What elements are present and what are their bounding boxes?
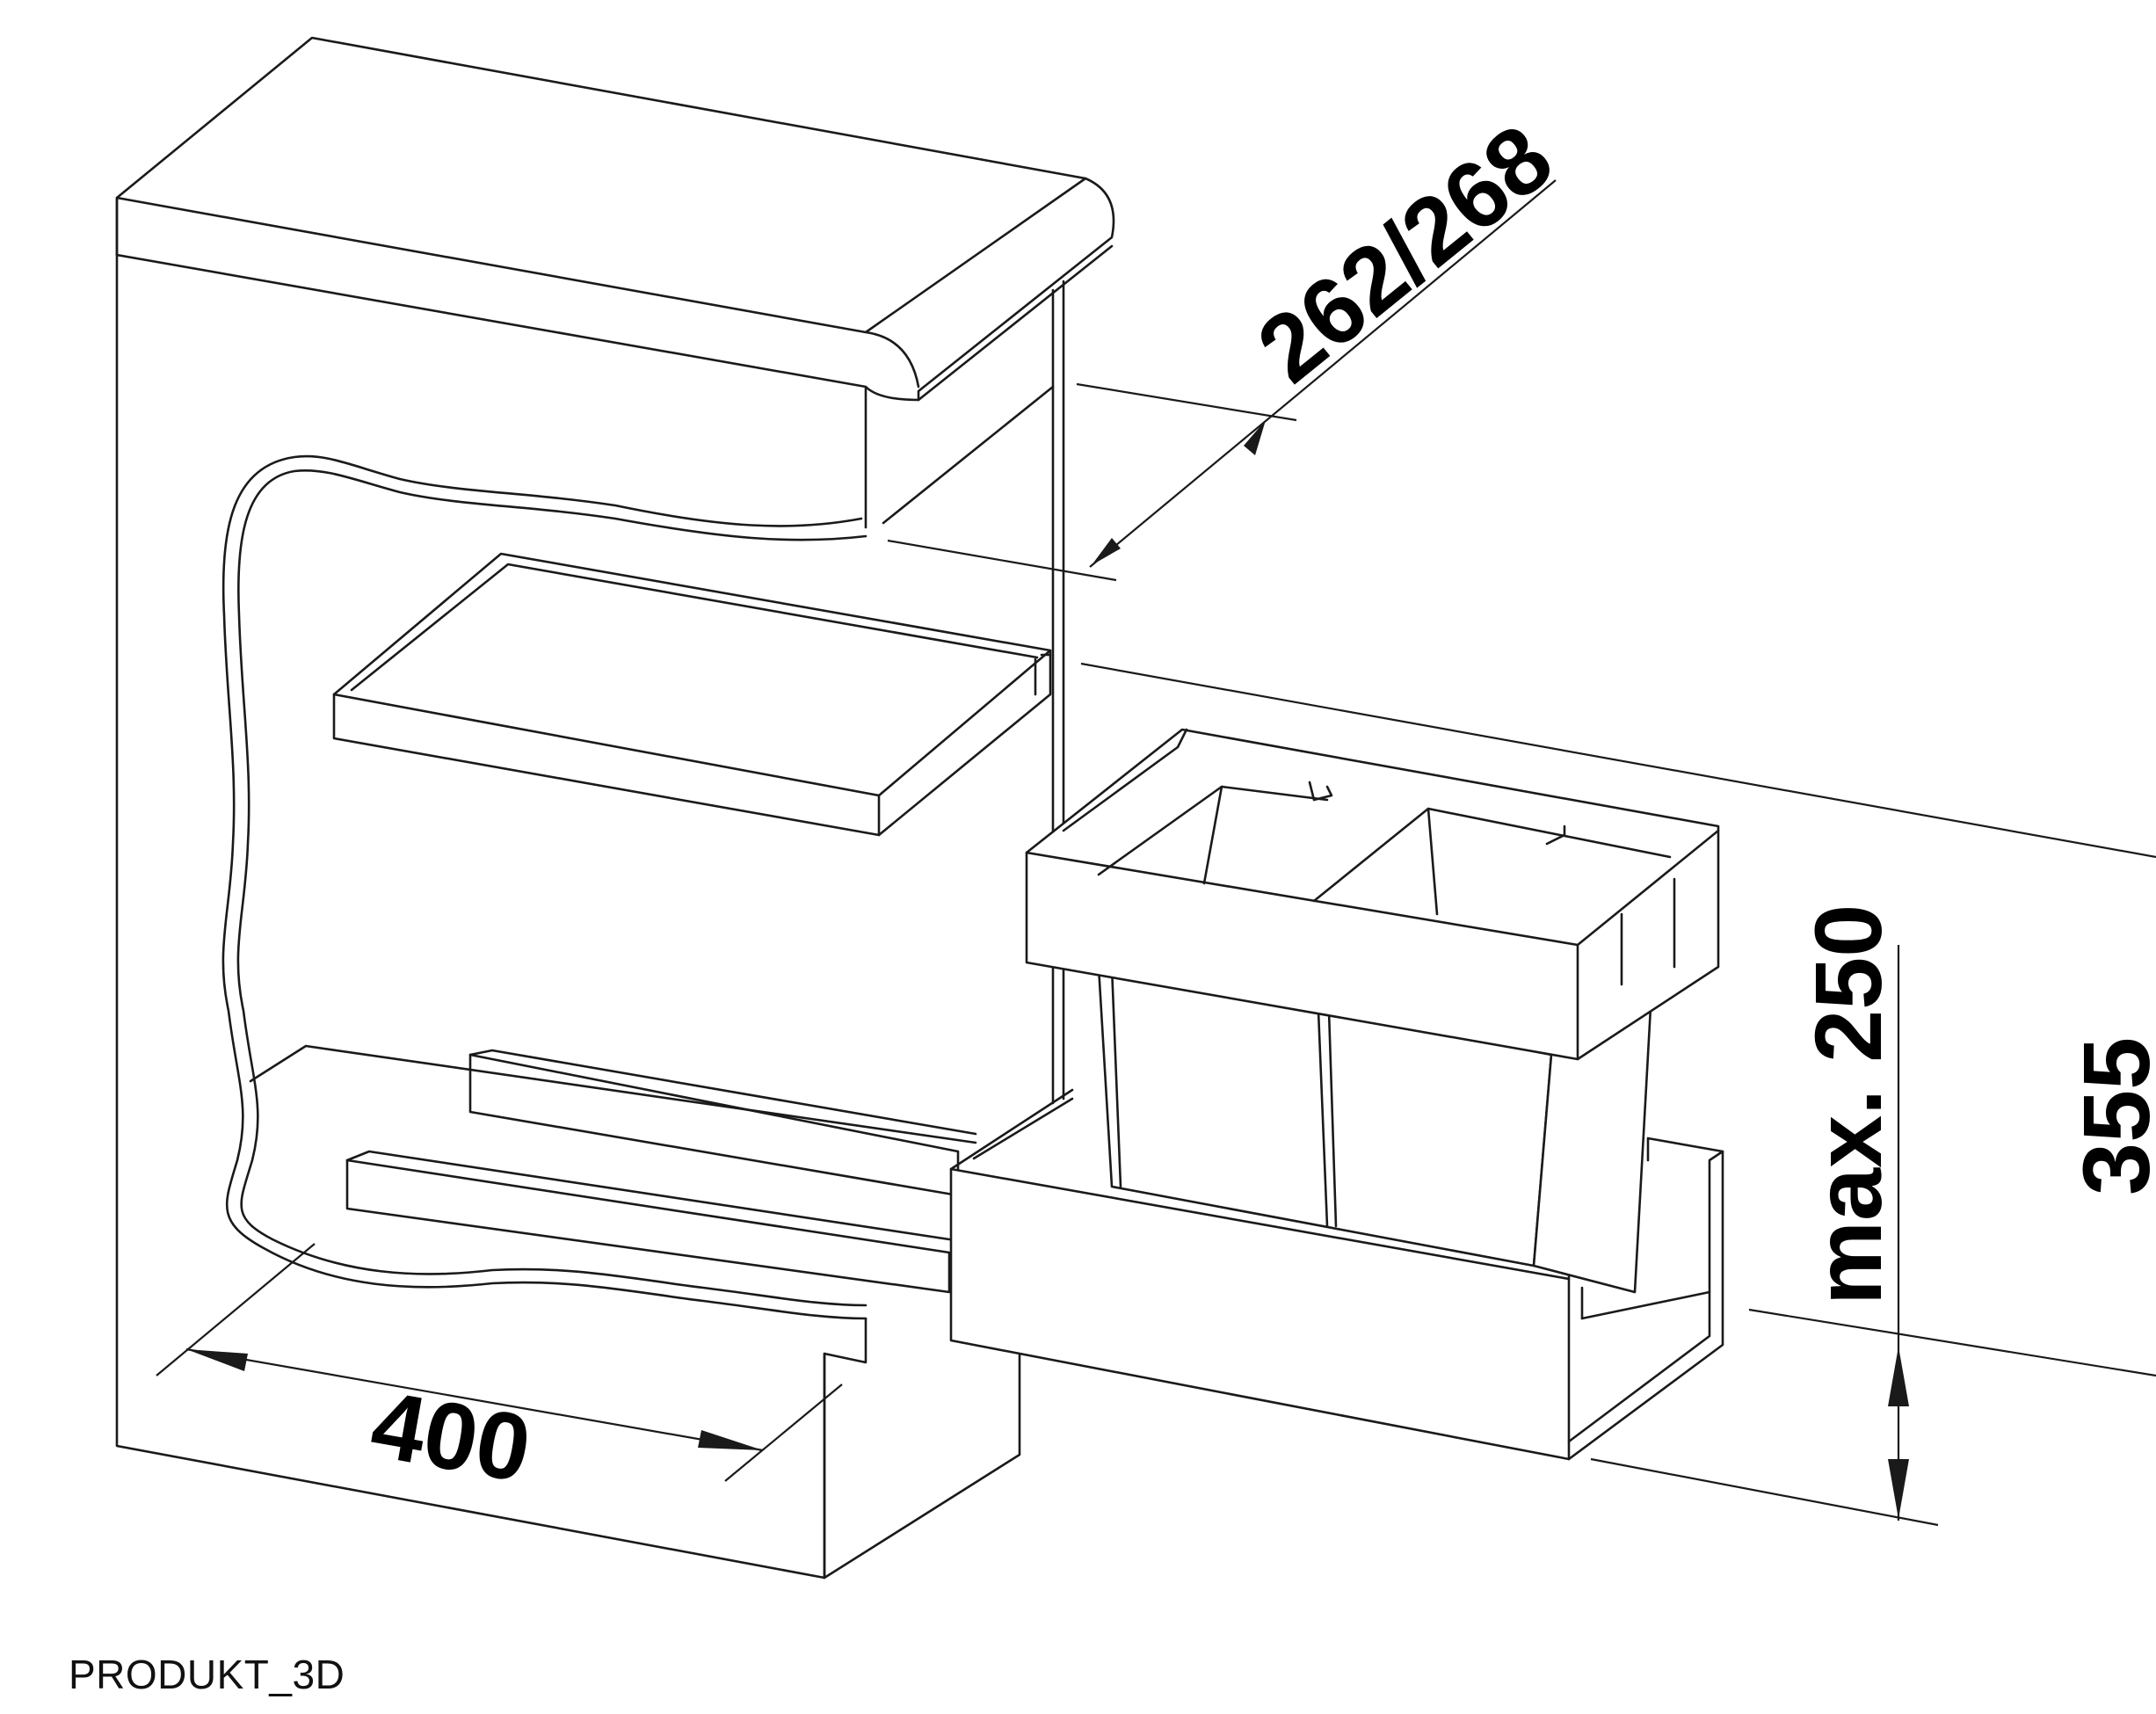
cabinet [115, 253, 1065, 1580]
arrow-icon [1092, 538, 1121, 565]
arrow-icon [186, 1349, 248, 1371]
countertop [115, 36, 1115, 402]
dimension-label-262-268: 262/268 [1238, 104, 1572, 403]
dimension-label-400: 400 [364, 1369, 538, 1501]
arrow-icon [1888, 1459, 1909, 1519]
drawing-caption: PRODUKT_3D [69, 1652, 345, 1697]
upper-shelf [332, 552, 1052, 837]
arrow-icon [1888, 1347, 1909, 1406]
dimension-lines [156, 179, 2156, 1527]
arrow-icon [1244, 420, 1266, 455]
inner-floor [249, 1044, 977, 1294]
dimension-label-355: 355 [2063, 1037, 2156, 1195]
arrow-icon [698, 1430, 763, 1450]
dimension-label-max-250: max. 250 [1795, 904, 1901, 1305]
waste-bin-assembly [1025, 728, 1720, 1294]
cutaway-line [221, 454, 867, 1320]
